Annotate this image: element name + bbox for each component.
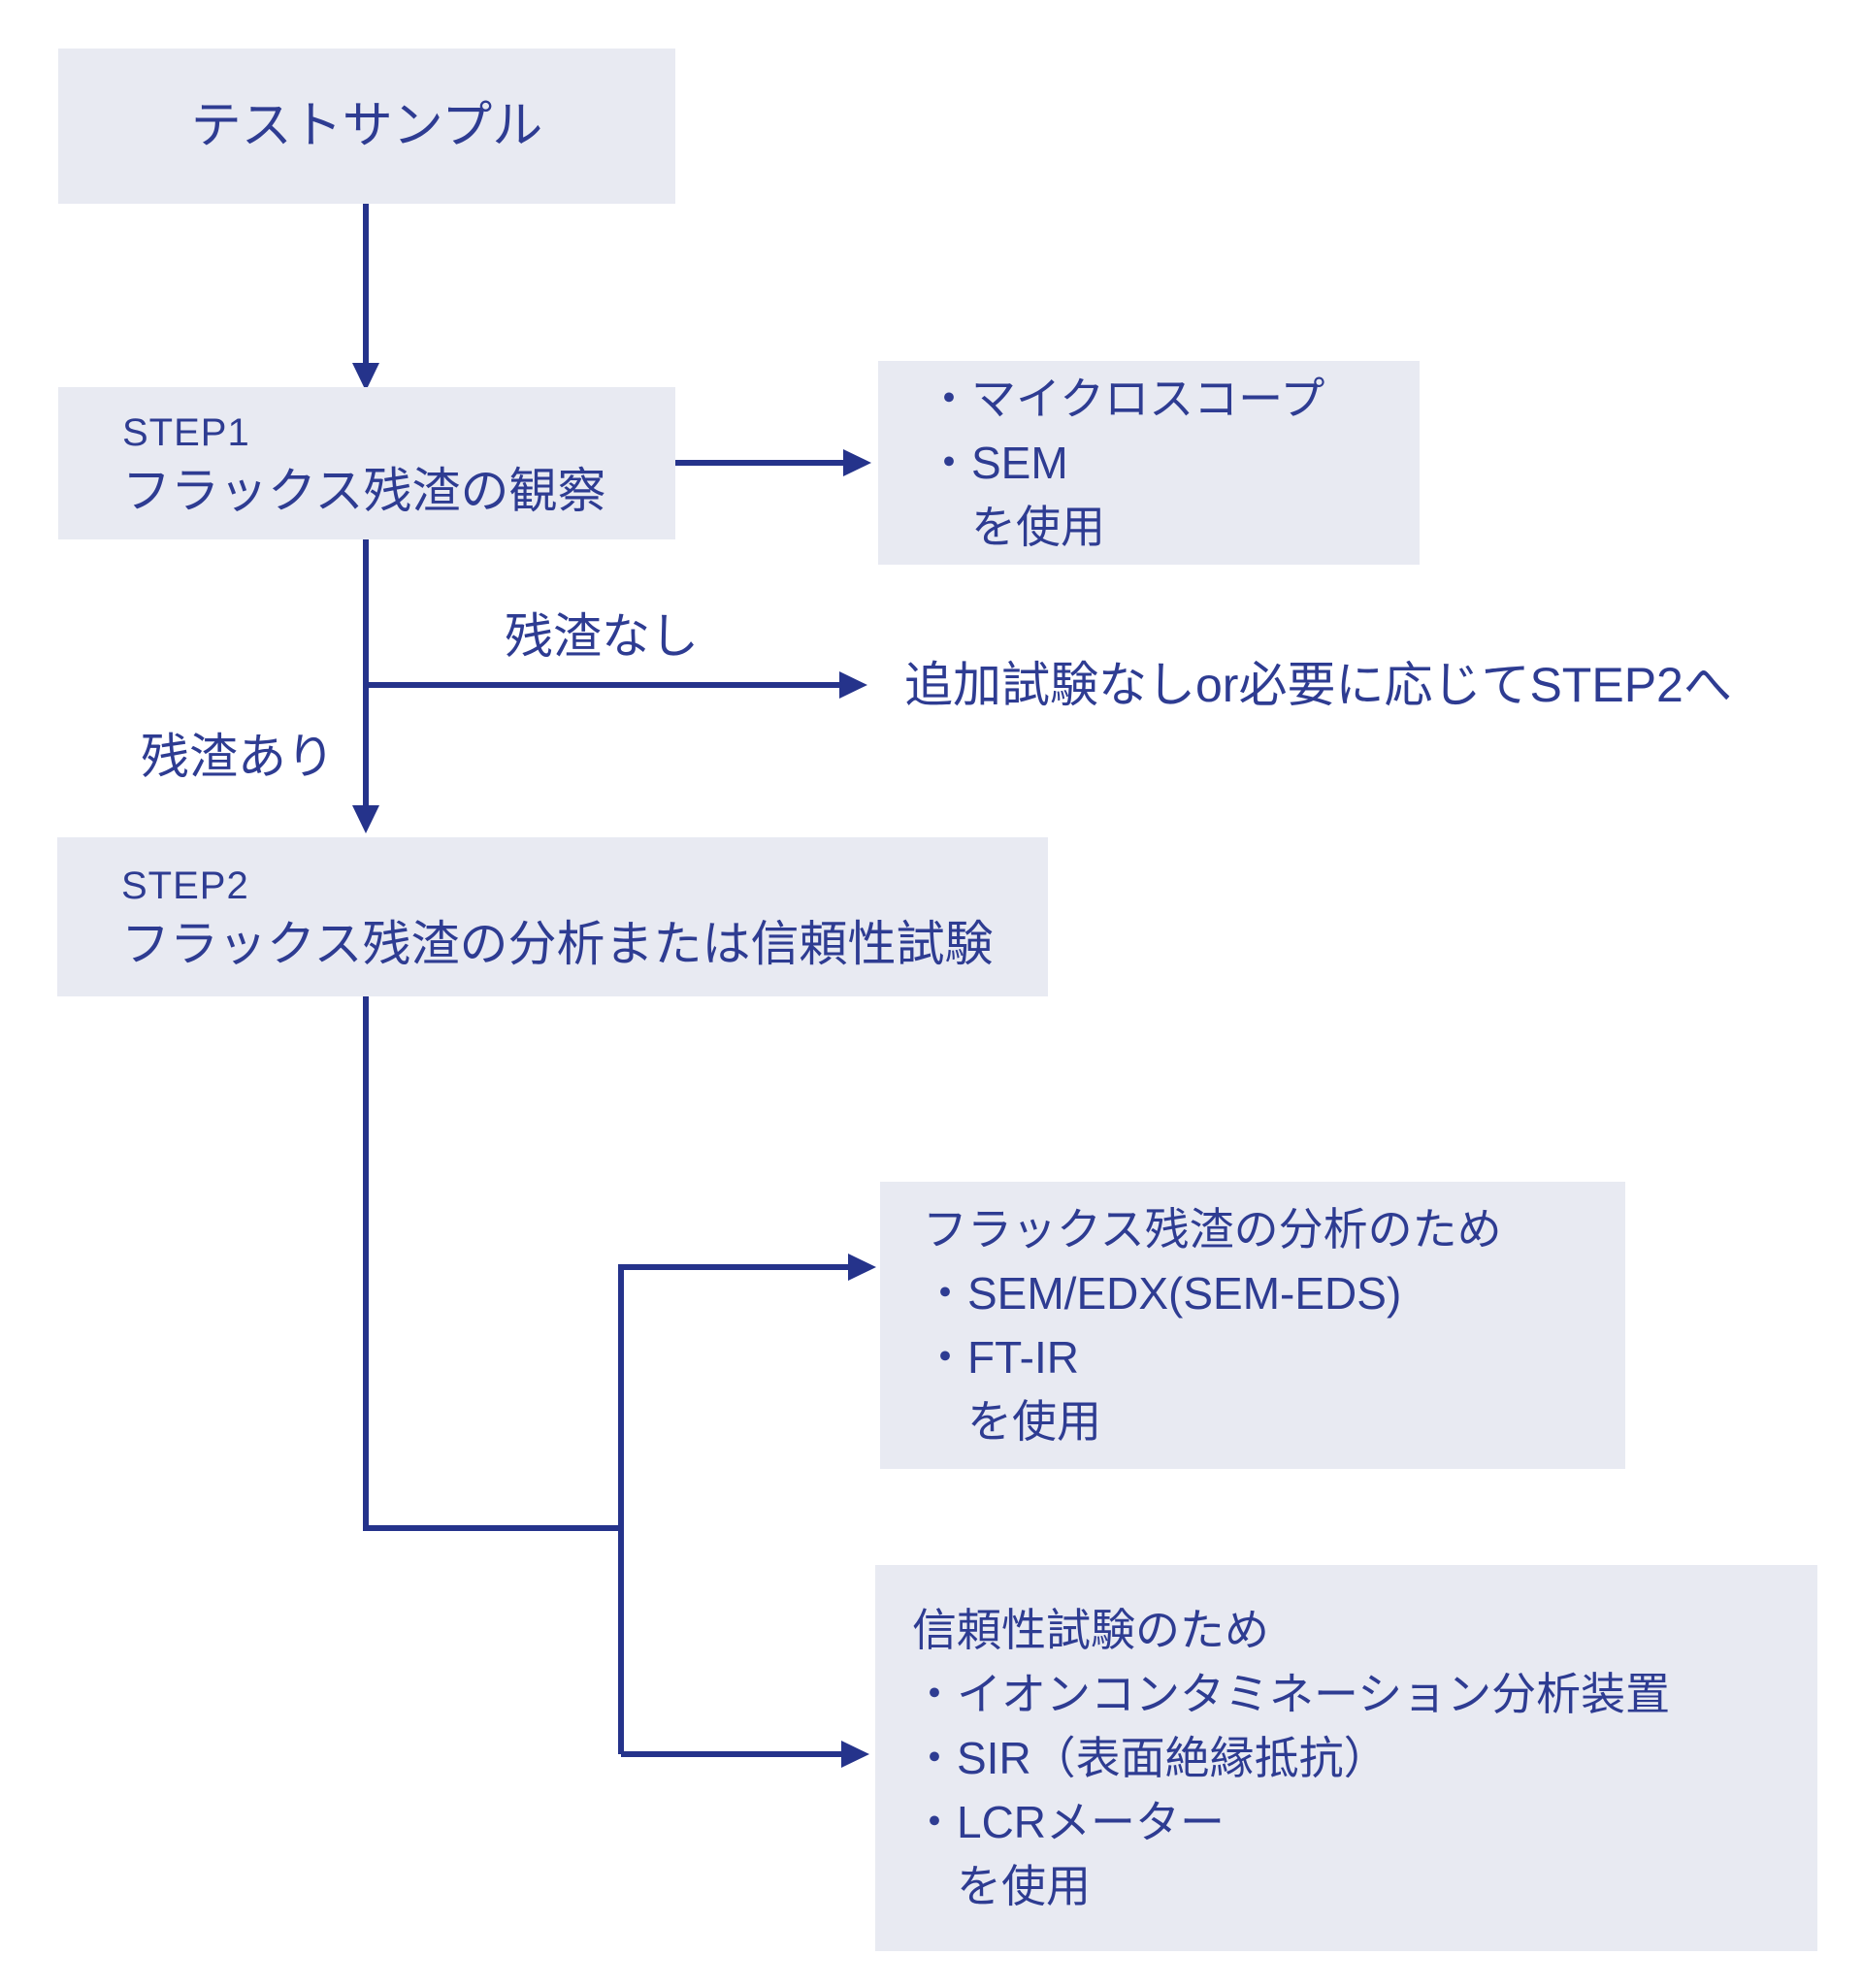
step1-tools-line: ・SEM [927, 438, 1068, 488]
step2-label: フラックス残渣の分析または信頼性試験 [121, 917, 994, 971]
arrow-test-sample-to-step1-head [352, 363, 379, 391]
reliability-tools-box: 信頼性試験のため ・イオンコンタミネーション分析装置 ・SIR（表面絶縁抵抗） … [875, 1565, 1817, 1951]
reliability-tools-line: 信頼性試験のため [912, 1605, 1269, 1655]
analysis-tools-line: を使用 [923, 1396, 1101, 1447]
arrow-to-reliability-head [841, 1741, 869, 1768]
reliability-tools-line: ・SIR（表面絶縁抵抗） [912, 1733, 1389, 1783]
arrow-no-residue-head [839, 671, 867, 699]
arrow-step1-to-tools-head [843, 449, 871, 476]
analysis-tools-line: ・FT-IR [923, 1332, 1079, 1383]
analysis-tools-line: フラックス残渣の分析のため [923, 1204, 1502, 1255]
arrow-to-analysis-head [848, 1254, 876, 1281]
no-residue-label: 残渣なし [505, 609, 699, 664]
step2-box: STEP2 フラックス残渣の分析または信頼性試験 [57, 837, 1048, 996]
step1-tools-box: ・マイクロスコープ ・SEM を使用 [878, 361, 1420, 565]
step1-tools-line: を使用 [927, 502, 1105, 552]
arrow-step1-to-step2-head [352, 805, 379, 833]
step1-label: フラックス残渣の観察 [122, 463, 606, 518]
reliability-tools-line: を使用 [912, 1861, 1091, 1911]
residue-label: 残渣あり [141, 730, 335, 784]
step1-title: STEP1 [122, 410, 250, 454]
no-residue-result-text: 追加試験なしor必要に応じてSTEP2へ [904, 658, 1732, 712]
step1-tools-line: ・マイクロスコープ [927, 374, 1325, 424]
analysis-tools-box: フラックス残渣の分析のため ・SEM/EDX(SEM-EDS) ・FT-IR を… [880, 1182, 1625, 1469]
step2-title: STEP2 [121, 864, 249, 907]
line-step2-to-branch [363, 996, 621, 1531]
test-sample-label: テストサンプル [190, 98, 543, 154]
step1-box: STEP1 フラックス残渣の観察 [58, 387, 675, 539]
reliability-tools-line: ・イオンコンタミネーション分析装置 [912, 1669, 1671, 1719]
line-branch-stem-and-analysis [618, 1264, 849, 1754]
reliability-tools-line: ・LCRメーター [912, 1797, 1226, 1847]
analysis-tools-line: ・SEM/EDX(SEM-EDS) [923, 1268, 1402, 1319]
test-sample-box: テストサンプル [58, 49, 675, 204]
